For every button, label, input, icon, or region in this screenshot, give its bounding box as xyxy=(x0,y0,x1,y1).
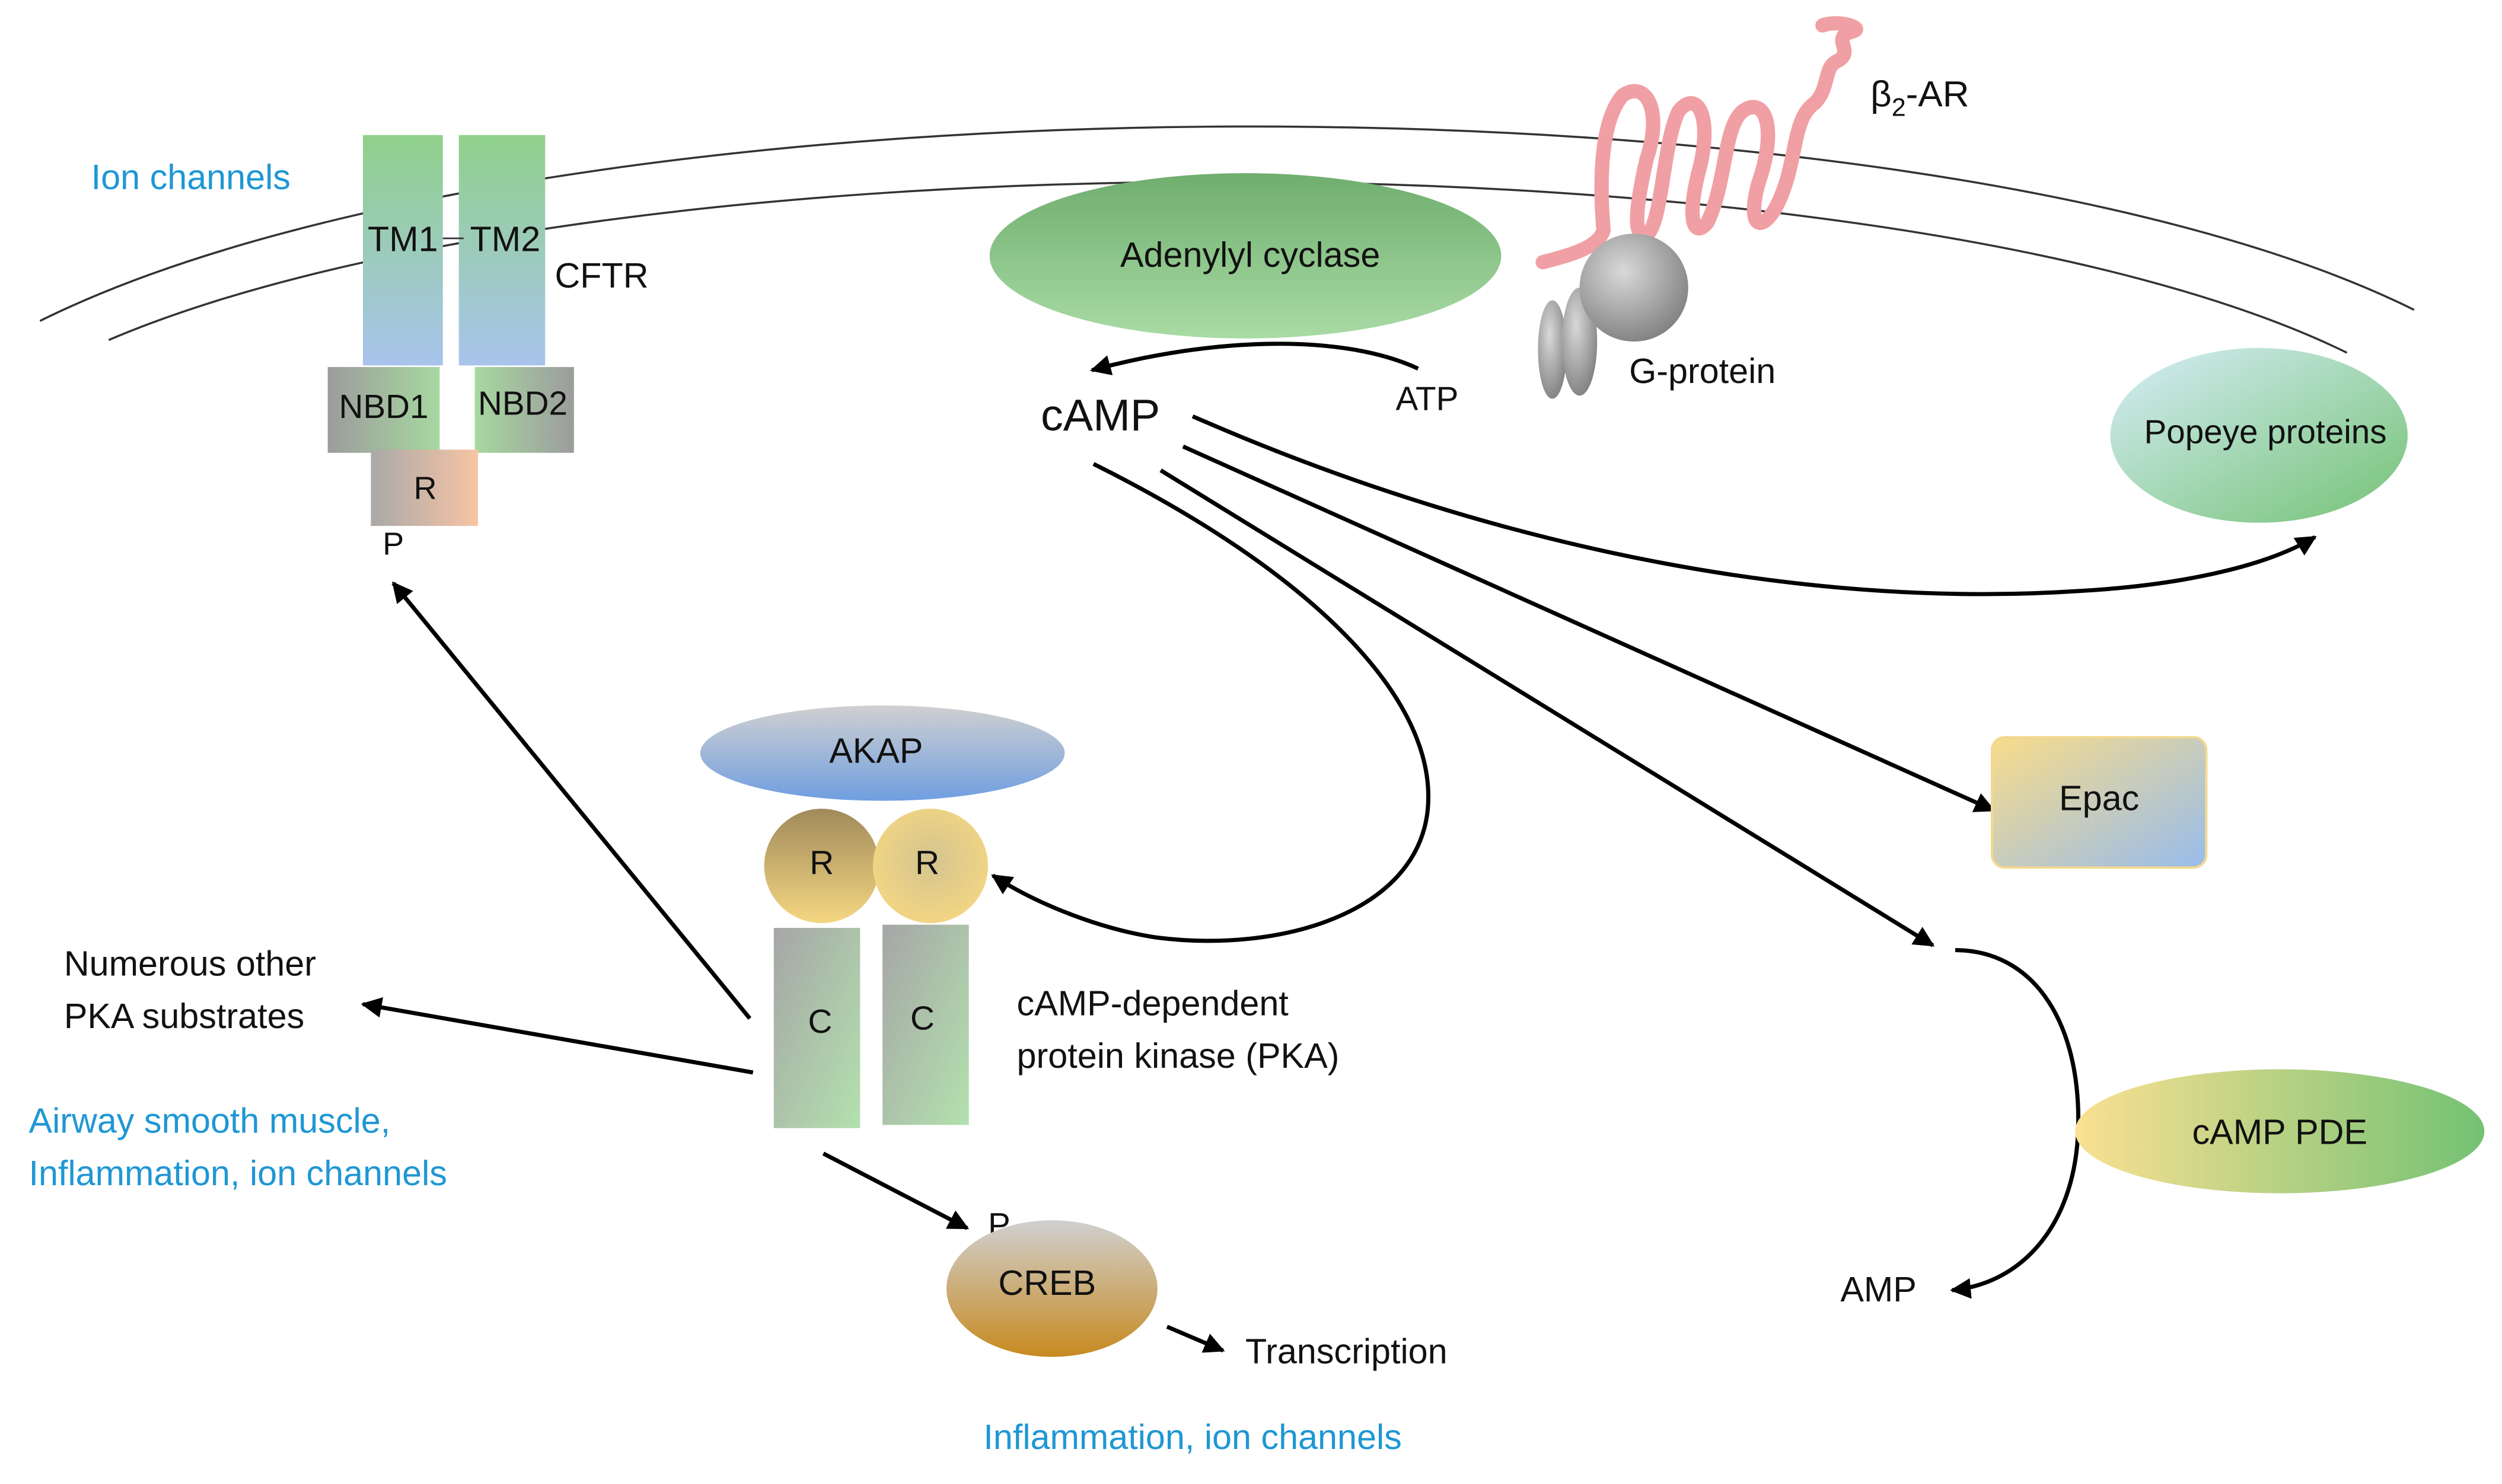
cftr-label: CFTR xyxy=(554,256,648,295)
g-protein-subunit-1 xyxy=(1538,300,1567,399)
g-protein xyxy=(1538,233,1688,399)
epac-label: Epac xyxy=(2059,778,2139,818)
substrates-line2: PKA substrates xyxy=(64,996,304,1036)
pka-r2-label: R xyxy=(915,844,939,881)
g-protein-subunit-3 xyxy=(1579,233,1688,342)
pka-r1-label: R xyxy=(809,844,834,881)
epac xyxy=(1991,736,2208,869)
tm2-label: TM2 xyxy=(470,219,541,259)
r-domain-label: R xyxy=(414,471,437,506)
camp-to-pde-arrow xyxy=(1159,468,1935,947)
pka-complex: AKAP R R C C xyxy=(700,705,1065,1128)
tm2-domain xyxy=(458,135,546,366)
camp-to-popeye-arrow xyxy=(1191,414,2317,596)
membrane-outer xyxy=(39,125,2415,322)
nbd2-label: NBD2 xyxy=(478,385,568,422)
pka-label-line2: protein kinase (PKA) xyxy=(1017,1036,1340,1075)
nbd2-domain xyxy=(474,367,574,453)
pka-c1-label: C xyxy=(808,1003,833,1040)
pka-c2-label: C xyxy=(910,1000,935,1037)
tm1-domain xyxy=(362,135,443,366)
cftr-channel: TM1 TM2 NBD1 NBD2 R P CFTR xyxy=(327,135,649,561)
beta2-receptor xyxy=(1535,16,1863,270)
camp-to-pka-arrow xyxy=(991,462,1430,943)
nbd1-label: NBD1 xyxy=(339,388,429,425)
transcription-label: Transcription xyxy=(1245,1331,1448,1371)
camp-pde xyxy=(2075,1069,2485,1193)
pka-catalytic-1 xyxy=(773,928,860,1128)
akap xyxy=(700,705,1065,801)
amp-label: AMP xyxy=(1840,1269,1917,1309)
pka-regulatory-2 xyxy=(872,809,989,924)
creb xyxy=(946,1220,1158,1357)
airway-line2: Inflammation, ion channels xyxy=(29,1153,447,1193)
adenylyl-cyclase xyxy=(989,173,1502,339)
pka-to-substrates-arrow xyxy=(361,997,754,1075)
g-protein-label: G-protein xyxy=(1629,351,1776,391)
receptor-strand xyxy=(1535,16,1863,270)
beta2-ar-label: β2-AR xyxy=(1870,74,1969,122)
pde-hydrolysis-arrow xyxy=(1950,948,2081,1299)
pka-regulatory-1 xyxy=(764,809,879,924)
akap-label: AKAP xyxy=(829,730,923,770)
creb-to-transcription-arrow xyxy=(1166,1325,1225,1353)
pka-to-creb-arrow xyxy=(822,1151,970,1230)
atp-label: ATP xyxy=(1395,380,1458,417)
r-domain xyxy=(371,449,479,526)
creb-label: CREB xyxy=(998,1263,1096,1303)
camp-to-epac-arrow xyxy=(1182,444,1996,812)
nbd1-domain xyxy=(327,367,440,453)
camp-pde-label: cAMP PDE xyxy=(2192,1112,2367,1152)
substrates-line1: Numerous other xyxy=(64,944,316,984)
adenylyl-cyclase-label: Adenylyl cyclase xyxy=(1120,235,1380,275)
cftr-phospho-p: P xyxy=(383,526,404,561)
pka-to-cftr-arrow xyxy=(391,581,752,1020)
pka-catalytic-2 xyxy=(882,924,969,1125)
atp-to-camp-arrow xyxy=(1089,342,1419,375)
creb-effects-label: Inflammation, ion channels xyxy=(983,1417,1401,1457)
tm1-label: TM1 xyxy=(368,219,438,259)
pka-label-line1: cAMP-dependent xyxy=(1017,984,1289,1023)
popeye-proteins xyxy=(2110,347,2408,523)
ion-channels-label: Ion channels xyxy=(91,157,291,197)
popeye-label: Popeye proteins xyxy=(2144,413,2386,451)
airway-line1: Airway smooth muscle, xyxy=(29,1101,391,1141)
camp-label: cAMP xyxy=(1041,390,1160,440)
